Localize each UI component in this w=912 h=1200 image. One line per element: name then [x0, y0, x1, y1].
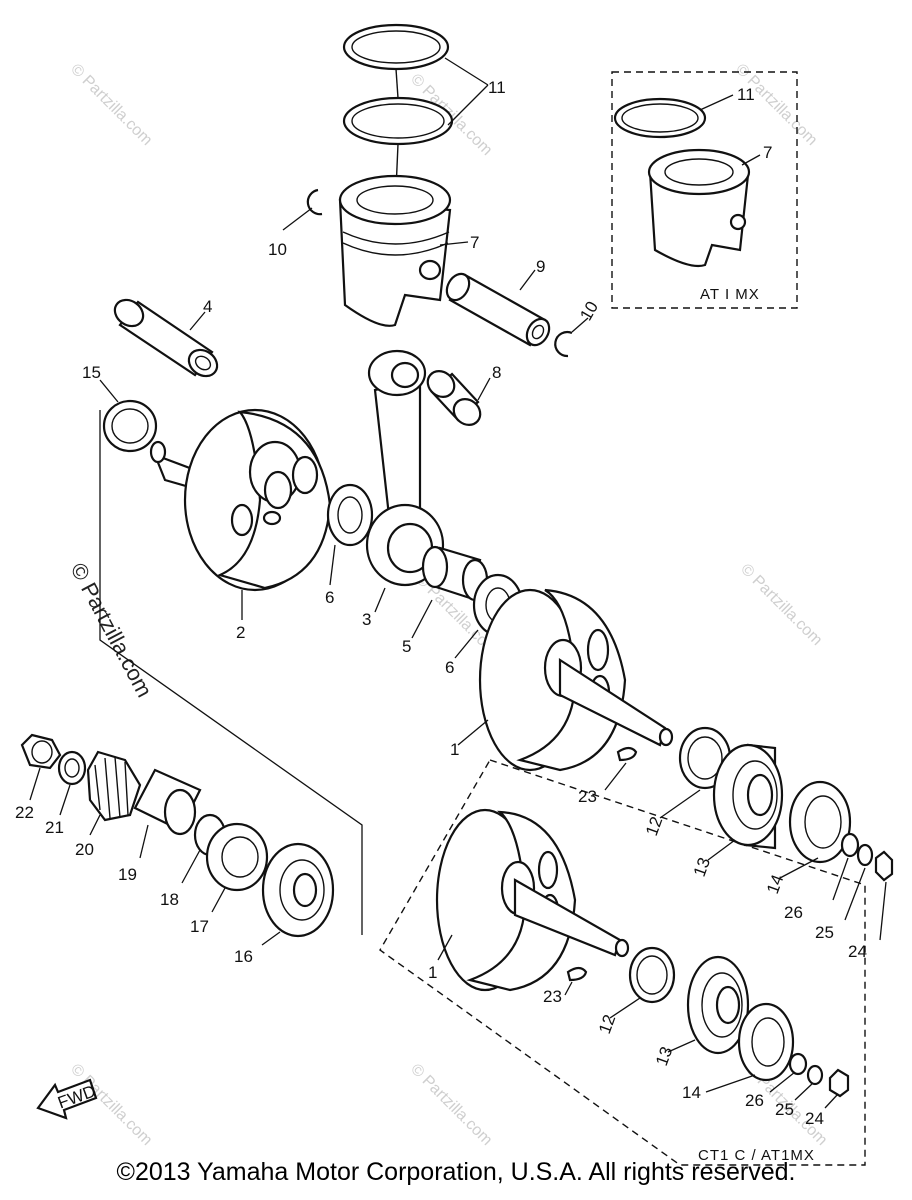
callout-9: 9: [536, 257, 545, 276]
callout-14: 14: [682, 1083, 701, 1102]
watermark-text: © Partzilla.com: [732, 61, 820, 149]
dashed-frame-left: [99, 410, 363, 935]
callout-25: 25: [815, 923, 834, 942]
forward-arrow-icon: FWD: [36, 1078, 98, 1120]
callout-13: 13: [652, 1044, 676, 1068]
callout-11: 11: [737, 85, 755, 104]
piston: [338, 174, 452, 327]
callout-23: 23: [578, 787, 597, 806]
crank-wheel-left: [149, 408, 332, 592]
callout-26: 26: [745, 1091, 764, 1110]
callout-6: 6: [445, 658, 454, 677]
oil-seal-upper: [788, 780, 852, 864]
woodruff-key-upper: [616, 746, 638, 762]
washer-26-upper: [840, 832, 860, 858]
piston-ring-upper: [342, 23, 450, 71]
inset-box-at1mx: AT I MX: [611, 71, 798, 309]
main-bearing-16: [261, 842, 335, 938]
washer-25-upper: [856, 843, 874, 867]
callout-5: 5: [402, 637, 411, 656]
callout-4: 4: [203, 297, 212, 316]
callout-16: 16: [234, 947, 253, 966]
inset-label-ct1c-at1mx: CT1 C / AT1MX: [698, 1147, 815, 1164]
watermark-text: © Partzilla.com: [737, 561, 825, 649]
watermark-text-large: © Partzilla.com: [66, 559, 158, 702]
callout-10: 10: [576, 298, 602, 324]
shim-washer-15: [102, 399, 158, 453]
callout-7: 7: [763, 143, 772, 162]
callout-24: 24: [848, 942, 867, 961]
primary-drive-gear: [86, 750, 142, 822]
callout-17: 17: [190, 917, 209, 936]
callout-8: 8: [492, 363, 501, 382]
callout-20: 20: [75, 840, 94, 859]
callout-23: 23: [543, 987, 562, 1006]
callout-2: 2: [236, 623, 245, 642]
piston-ring-lower: [342, 96, 454, 146]
small-end-needle-bearing: [426, 370, 482, 426]
callout-26: 26: [784, 903, 803, 922]
callout-1: 1: [428, 963, 437, 982]
nut-24-upper: [874, 850, 894, 882]
fwd-label: FWD: [55, 1081, 98, 1112]
crank-pin: [113, 298, 219, 378]
inset-box-ct1c-at1mx: CT1 C / AT1MX: [379, 759, 866, 1166]
callout-21: 21: [45, 818, 64, 837]
callout-12: 12: [595, 1012, 619, 1036]
spacer-19: [133, 768, 202, 836]
thrust-washer-left: [326, 483, 374, 547]
washer-21: [57, 750, 87, 786]
callout-24: 24: [805, 1109, 824, 1128]
crank-wheel-right-upper: [478, 588, 674, 772]
watermark-text: © Partzilla.com: [407, 1061, 495, 1149]
callout-3: 3: [362, 610, 371, 629]
callout-11: 11: [488, 78, 506, 97]
connecting-rod: [365, 349, 445, 587]
callout-1: 1: [450, 740, 459, 759]
piston-pin: [445, 272, 551, 347]
callout-10: 10: [268, 240, 287, 259]
callout-labels: 11 7 10 9 10 11 7 4 15 8 2 6 3 5 6 1 23 …: [15, 78, 867, 1128]
piston-pin-clip-right: [554, 330, 573, 358]
callout-22: 22: [15, 803, 34, 822]
watermark-text: © Partzilla.com: [67, 61, 155, 149]
main-bearing-upper: [712, 743, 784, 850]
callout-19: 19: [118, 865, 137, 884]
callout-18: 18: [160, 890, 179, 909]
inset-label-at1mx: AT I MX: [700, 286, 760, 303]
callout-25: 25: [775, 1100, 794, 1119]
crank-nut-22: [20, 733, 62, 770]
copyright-notice: ©2013 Yamaha Motor Corporation, U.S.A. A…: [116, 1158, 796, 1186]
leader-lines: [29, 57, 887, 1109]
piston-pin-clip-left: [306, 188, 323, 216]
callout-7: 7: [470, 233, 479, 252]
callout-15: 15: [82, 363, 101, 382]
oil-seal-17: [205, 822, 269, 892]
callout-6: 6: [325, 588, 334, 607]
